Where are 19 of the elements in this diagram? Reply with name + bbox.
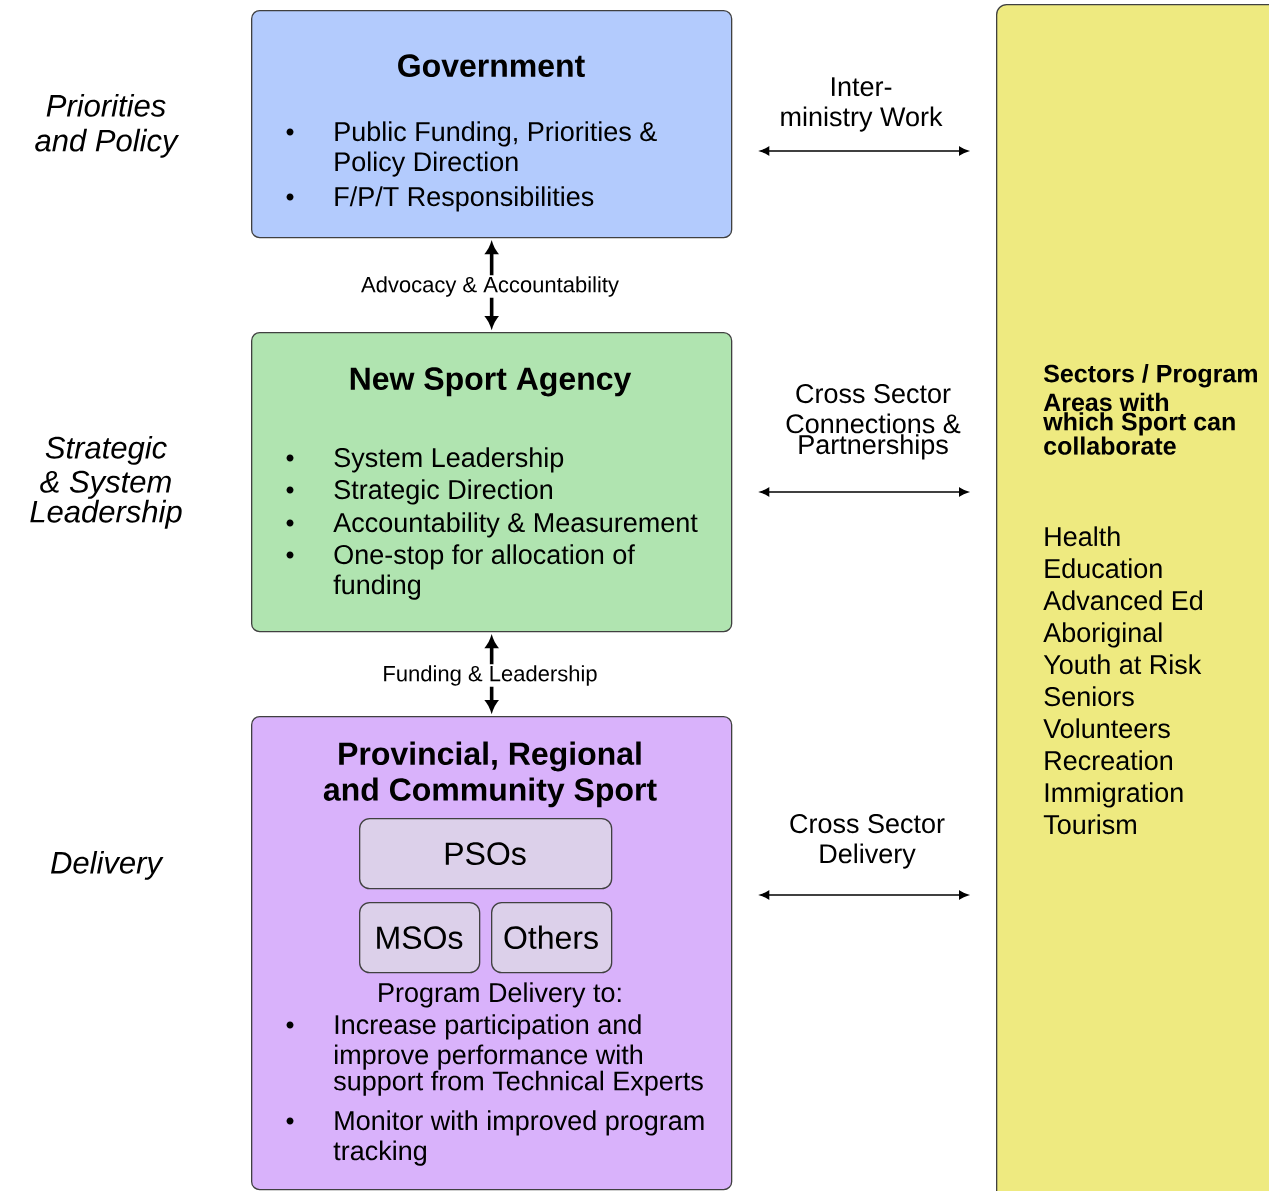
double-arrow	[485, 637, 498, 712]
group-box: Others	[491, 902, 613, 974]
process-box: Government Public Funding, Priorities & Policy Direction F/P/T Responsibilities	[251, 10, 733, 239]
edge-label: Funding & Leadership	[384, 665, 597, 686]
process-box: New Sport Agency System Leadership Strategic Direction Accountability & Measurement One-stop for allocation of funding	[251, 332, 733, 633]
double-arrow	[760, 146, 969, 156]
group-box: PSOs	[359, 818, 613, 890]
edge-label: Inter-ministry Work	[781, 77, 943, 132]
double-arrow	[760, 487, 969, 497]
row-label: Priorities and Policy	[35, 93, 180, 158]
row-label: Delivery	[51, 850, 164, 880]
double-arrow	[485, 243, 498, 328]
double-arrow	[760, 890, 969, 900]
row-label: Strategic & System Leadership	[30, 435, 182, 529]
edge-label: Cross Sector Connections & Partnerships	[786, 384, 961, 460]
edge-label: Cross Sector Delivery	[790, 814, 945, 869]
group-box: MSOs	[359, 902, 481, 974]
edge-label: Advocacy & Accountability	[361, 276, 619, 297]
sector-panel: Sectors / Program Areas with which Sport can collaborate Health Education Advanced Ed Aboriginal Youth at Risk Seniors Volunteers Recreation Immigration Tourism	[996, 4, 1269, 1191]
